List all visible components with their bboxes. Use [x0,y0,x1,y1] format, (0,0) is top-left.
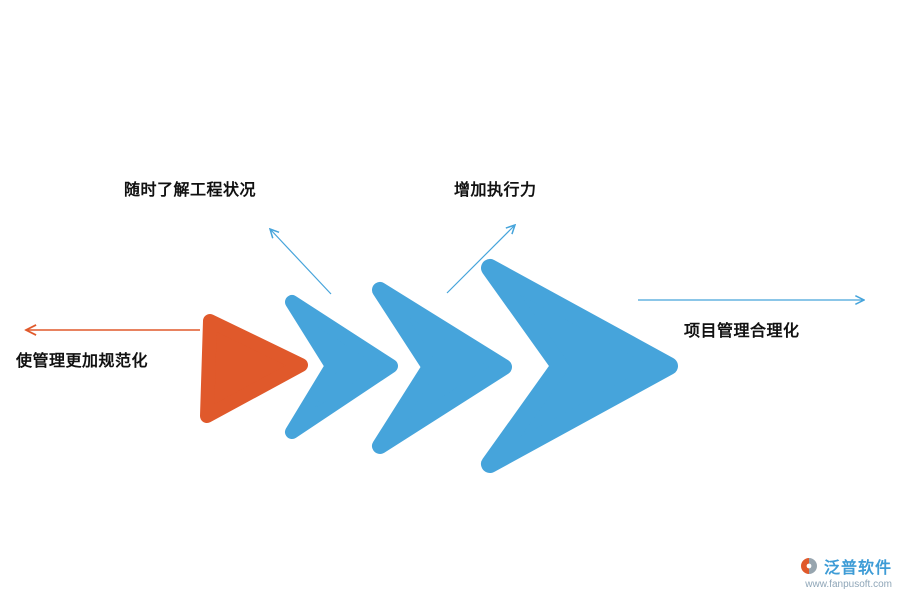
connector-top-mid [446,225,515,294]
logo-url: www.fanpusoft.com [805,579,892,590]
label-top-mid: 增加执行力 [454,182,537,199]
label-top-left: 随时了解工程状况 [124,182,257,199]
fanpu-logo-icon [800,558,817,574]
step-chevron-3 [372,282,512,454]
label-right: 项目管理合理化 [684,323,800,340]
step-chevron-4 [481,259,678,473]
logo-name: 泛普软件 [823,560,892,577]
watermark: 泛普软件 www.fanpusoft.com [799,554,892,590]
connector-top-left [270,229,332,295]
label-left: 使管理更加规范化 [16,353,149,370]
step-chevron-2 [285,295,398,439]
step-triangle-1 [200,314,308,423]
